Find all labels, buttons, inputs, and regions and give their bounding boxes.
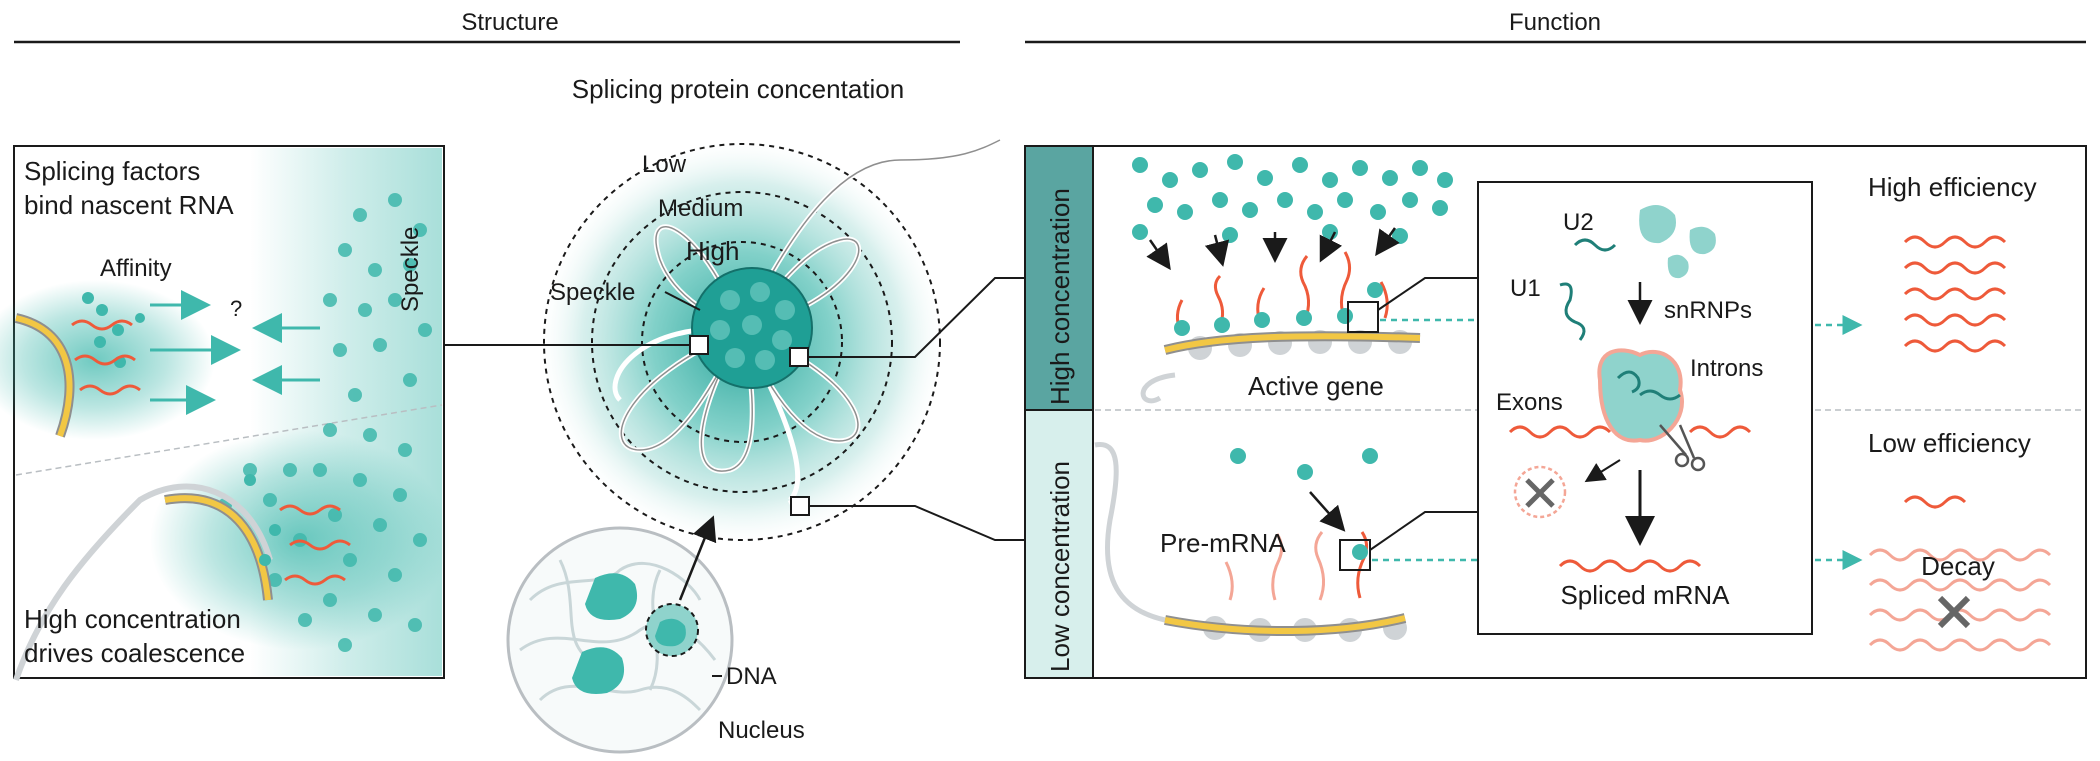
intron-decay-x-icon xyxy=(1525,478,1555,508)
zoom-box-speckle xyxy=(689,335,709,355)
zoom-arrow xyxy=(678,515,717,601)
factor-cluster-top xyxy=(82,292,145,368)
ring-high xyxy=(641,241,843,443)
decay-x-icon xyxy=(1937,595,1971,629)
ring-medium xyxy=(591,191,893,493)
low-protein-sparse xyxy=(1230,448,1378,480)
low-gene-rna-faint xyxy=(1224,531,1325,601)
active-gene-rna xyxy=(1175,251,1389,331)
nucleus-speckle-1 xyxy=(585,573,638,620)
active-gene xyxy=(1164,333,1421,353)
low-gene xyxy=(1164,615,1406,634)
label-u1: U1 xyxy=(1510,275,1541,302)
zoom-box-high xyxy=(789,347,809,367)
speckle-core-texture xyxy=(710,282,795,370)
nucleus-speckle-3 xyxy=(655,618,686,647)
speckle-factors xyxy=(218,193,432,652)
mrna-low-intact xyxy=(1903,495,1967,509)
factor-cluster-bottom xyxy=(244,474,281,566)
label-snrnps: snRNPs xyxy=(1664,297,1752,324)
snrnp-complexes xyxy=(1639,205,1716,279)
nascent-rna-bottom xyxy=(279,504,351,586)
divider-dashed xyxy=(15,404,443,476)
ring-low xyxy=(543,143,941,541)
left-title-line2: bind nascent RNA xyxy=(24,190,234,220)
label-nucleus: Nucleus xyxy=(718,717,805,744)
left-bottom-line1: High concentration xyxy=(24,604,241,634)
label-low-efficiency: Low efficiency xyxy=(1868,428,2031,458)
zoom-box-active-gene xyxy=(1347,301,1379,333)
label-u2: U2 xyxy=(1563,209,1594,236)
connector-high xyxy=(808,277,1025,358)
exon-left xyxy=(1508,425,1612,439)
header-structure: Structure xyxy=(461,9,558,36)
label-spliced-mrna: Spliced mRNA xyxy=(1560,580,1730,610)
label-low: Low xyxy=(642,151,687,178)
zoom-box-pre-mrna xyxy=(1339,539,1371,571)
gene-active-top xyxy=(15,315,73,438)
active-gene-tail xyxy=(1140,372,1176,404)
label-question: ? xyxy=(230,296,242,321)
label-exons: Exons xyxy=(1496,389,1563,416)
intron-arrow xyxy=(1584,459,1621,483)
label-affinity: Affinity xyxy=(100,255,172,282)
label-dna: DNA xyxy=(726,663,777,690)
right-panel: High concentration Low concentration xyxy=(1024,145,2087,679)
spliced-mrna xyxy=(1558,559,1702,573)
center-nucleus-diagram: Splicing protein concentation xyxy=(444,74,1025,754)
nascent-rna-top xyxy=(71,319,141,396)
nucleus-speckle-2 xyxy=(572,647,625,694)
lariat-intron xyxy=(1513,465,1567,519)
label-speckle-left: Speckle xyxy=(397,227,424,312)
low-binding-arrow xyxy=(1309,491,1346,532)
label-pre-mrna: Pre-mRNA xyxy=(1160,528,1286,558)
speckle-pointer xyxy=(664,291,701,311)
bound-factors-high xyxy=(1174,282,1383,336)
left-bottom-line2: drives coalescence xyxy=(24,638,245,668)
header-function: Function xyxy=(1509,9,1601,36)
spliceosome-u2 xyxy=(1639,389,1681,401)
u2-rna xyxy=(1573,238,1617,252)
label-active-gene: Active gene xyxy=(1248,371,1384,401)
low-concentration-band xyxy=(1024,409,1094,679)
mrna-stack-high xyxy=(1903,235,2007,353)
u1-rna xyxy=(1559,282,1586,341)
affinity-arrows xyxy=(150,290,320,415)
exon-right xyxy=(1688,425,1752,439)
bound-factor-low xyxy=(1352,544,1368,560)
zoom-box-low xyxy=(790,496,810,516)
spliceosome-u1 xyxy=(1616,370,1641,394)
label-high-concentration: High concentration xyxy=(1045,188,1075,405)
connector-pre-mrna xyxy=(1369,511,1480,551)
label-medium: Medium xyxy=(658,195,743,222)
label-high: High xyxy=(686,236,739,266)
gene-active-bottom xyxy=(164,495,271,601)
label-decay: Decay xyxy=(1921,551,1995,581)
scissors-icon xyxy=(1659,424,1706,472)
low-gene-tail xyxy=(1094,442,1166,623)
label-speckle-center: Speckle xyxy=(550,279,635,306)
center-title: Splicing protein concentation xyxy=(572,74,904,104)
label-high-efficiency: High efficiency xyxy=(1868,172,2037,202)
connector-active-gene xyxy=(1377,277,1480,311)
connector-low xyxy=(809,505,1025,541)
high-binding-arrows xyxy=(1146,227,1400,271)
gene-backbone-bottom xyxy=(13,483,273,681)
label-introns: Introns xyxy=(1690,355,1763,382)
left-panel: Affinity ? Speckle xyxy=(0,145,450,681)
left-title-line1: Splicing factors xyxy=(24,156,200,186)
label-low-concentration: Low concentration xyxy=(1045,461,1075,672)
